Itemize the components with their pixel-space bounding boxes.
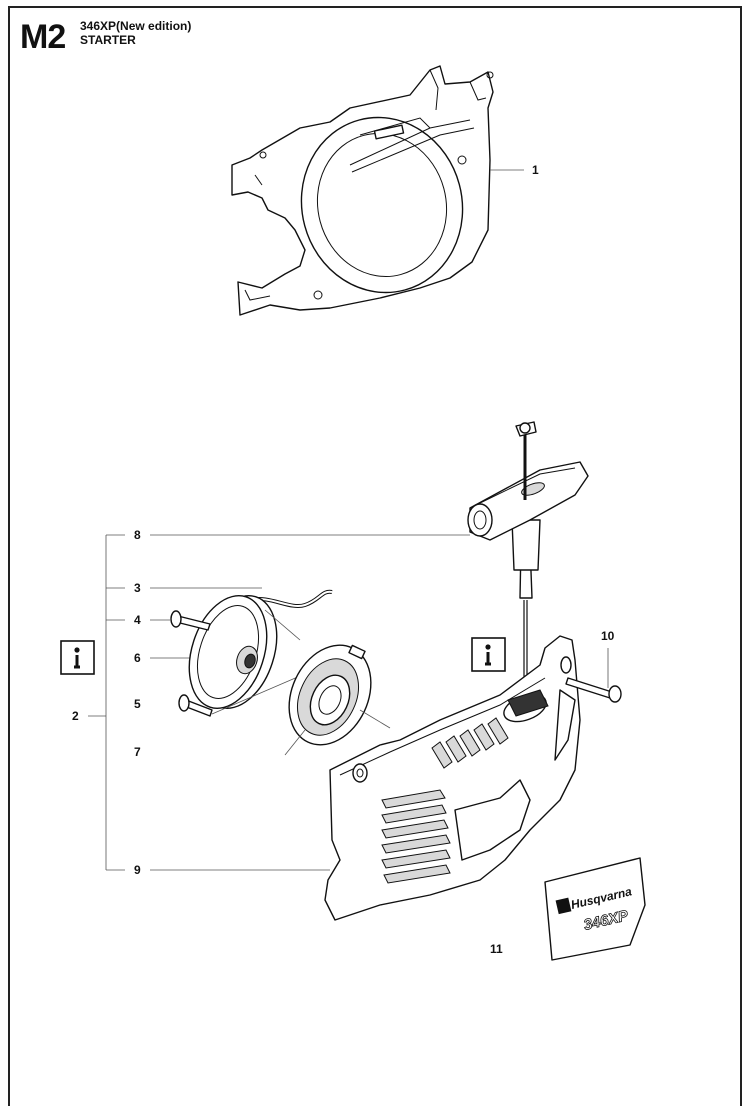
part-1-starter-frame: [231, 65, 494, 316]
callout-7: 7: [134, 745, 141, 759]
cover-upper-vents: [431, 717, 509, 769]
callout-2: 2: [72, 709, 79, 723]
callout-8: 8: [134, 528, 141, 542]
callout-9: 9: [134, 863, 141, 877]
husqvarna-logo-icon: [555, 897, 572, 915]
part-9-starter-cover: [324, 635, 581, 921]
part-5-screw: [178, 675, 301, 717]
info-icon: [60, 640, 95, 675]
group-title: STARTER: [80, 33, 136, 47]
info-icon: [471, 637, 506, 672]
callout-6: 6: [134, 651, 141, 665]
part-7-spring-cassette: [264, 609, 391, 756]
cover-vent-grille: [381, 789, 451, 884]
drawing-frame: [8, 6, 742, 1106]
part-4-screw: [170, 610, 211, 631]
section-code: M2: [20, 18, 66, 56]
kit-bracket: [88, 534, 125, 871]
callout-10: 10: [601, 629, 615, 643]
part-10-screw: [565, 648, 622, 703]
callout-11: 11: [490, 942, 503, 956]
callout-1: 1: [532, 163, 539, 177]
callout-4: 4: [134, 613, 141, 627]
model-title: 346XP(New edition): [80, 19, 192, 33]
callout-5: 5: [134, 697, 141, 711]
part-8-starter-handle: [467, 421, 589, 720]
part-11-decal: Husqvarna 346XP: [544, 857, 646, 961]
callout-3: 3: [134, 581, 141, 595]
